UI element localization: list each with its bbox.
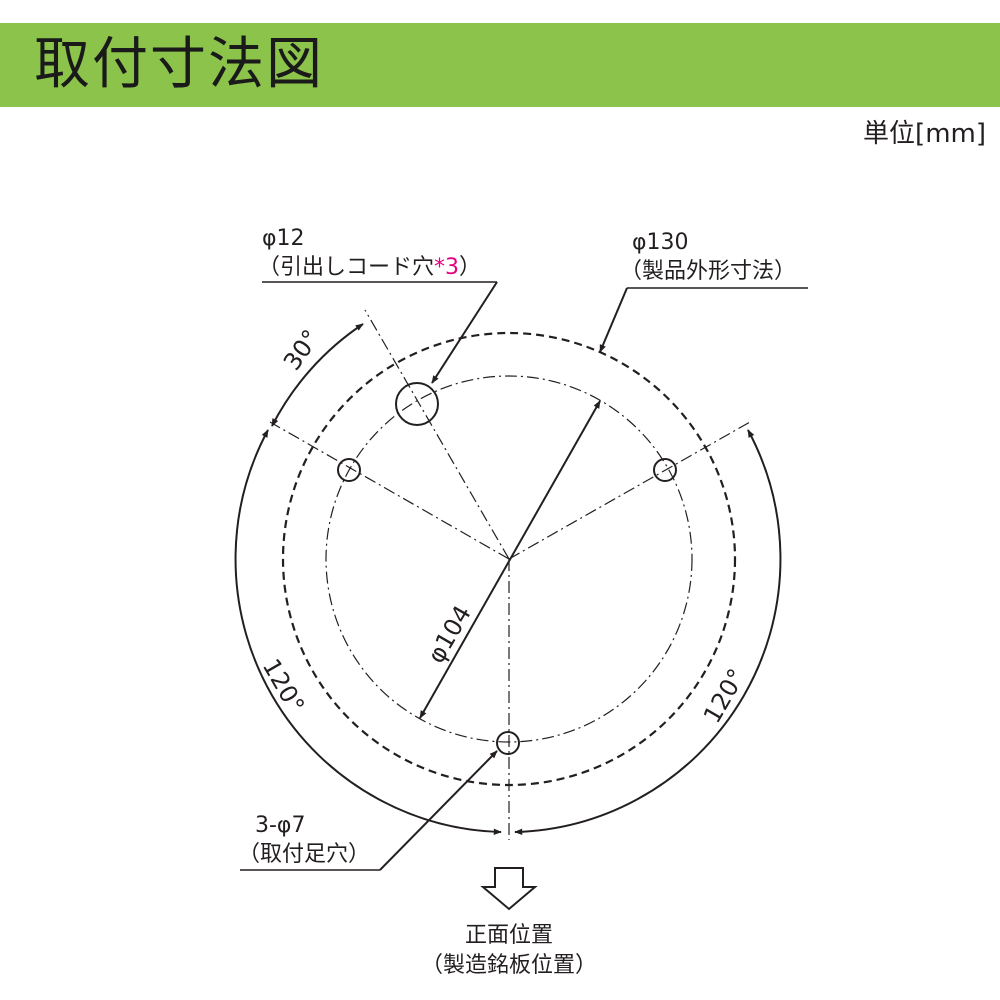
angle-30-arc [271, 323, 364, 427]
mount-leader [379, 750, 498, 871]
angle-120-left-arc [234, 429, 502, 835]
angle-120-right-arc [514, 429, 782, 835]
outer-desc-label: （製品外形寸法） [620, 259, 796, 284]
mount-holes-size-label: 3-φ7 [255, 813, 305, 838]
front-arrow-icon [480, 867, 538, 911]
cord-hole-leader [431, 281, 498, 384]
outer-size-label: φ130 [632, 230, 689, 255]
header-bar: 取付寸法図 [0, 23, 1000, 107]
cord-hole-size-label: φ12 [262, 226, 305, 251]
mount-holes-desc-label: （取付足穴） [238, 842, 370, 867]
centerline-cord [364, 309, 510, 560]
centerline-left [269, 421, 510, 560]
pcd-dimension-line [419, 400, 601, 719]
outer-leader [599, 287, 628, 353]
cord-hole-note-ref: *3 [434, 255, 459, 280]
pcd-size-label: φ104 [422, 601, 477, 668]
page-title: 取付寸法図 [34, 32, 324, 97]
front-desc-label: （製造銘板位置） [421, 953, 597, 978]
centerline-right [508, 421, 751, 560]
mount-hole-front [496, 731, 520, 755]
unit-label: 単位[mm] [863, 119, 986, 149]
angle-120-left-label: 120° [257, 654, 310, 718]
front-position-label: 正面位置 [465, 923, 553, 948]
angle-30-label: 30° [278, 325, 325, 376]
cord-hole [395, 382, 439, 426]
cord-hole-desc-label: （引出しコード穴*3） [258, 255, 481, 280]
